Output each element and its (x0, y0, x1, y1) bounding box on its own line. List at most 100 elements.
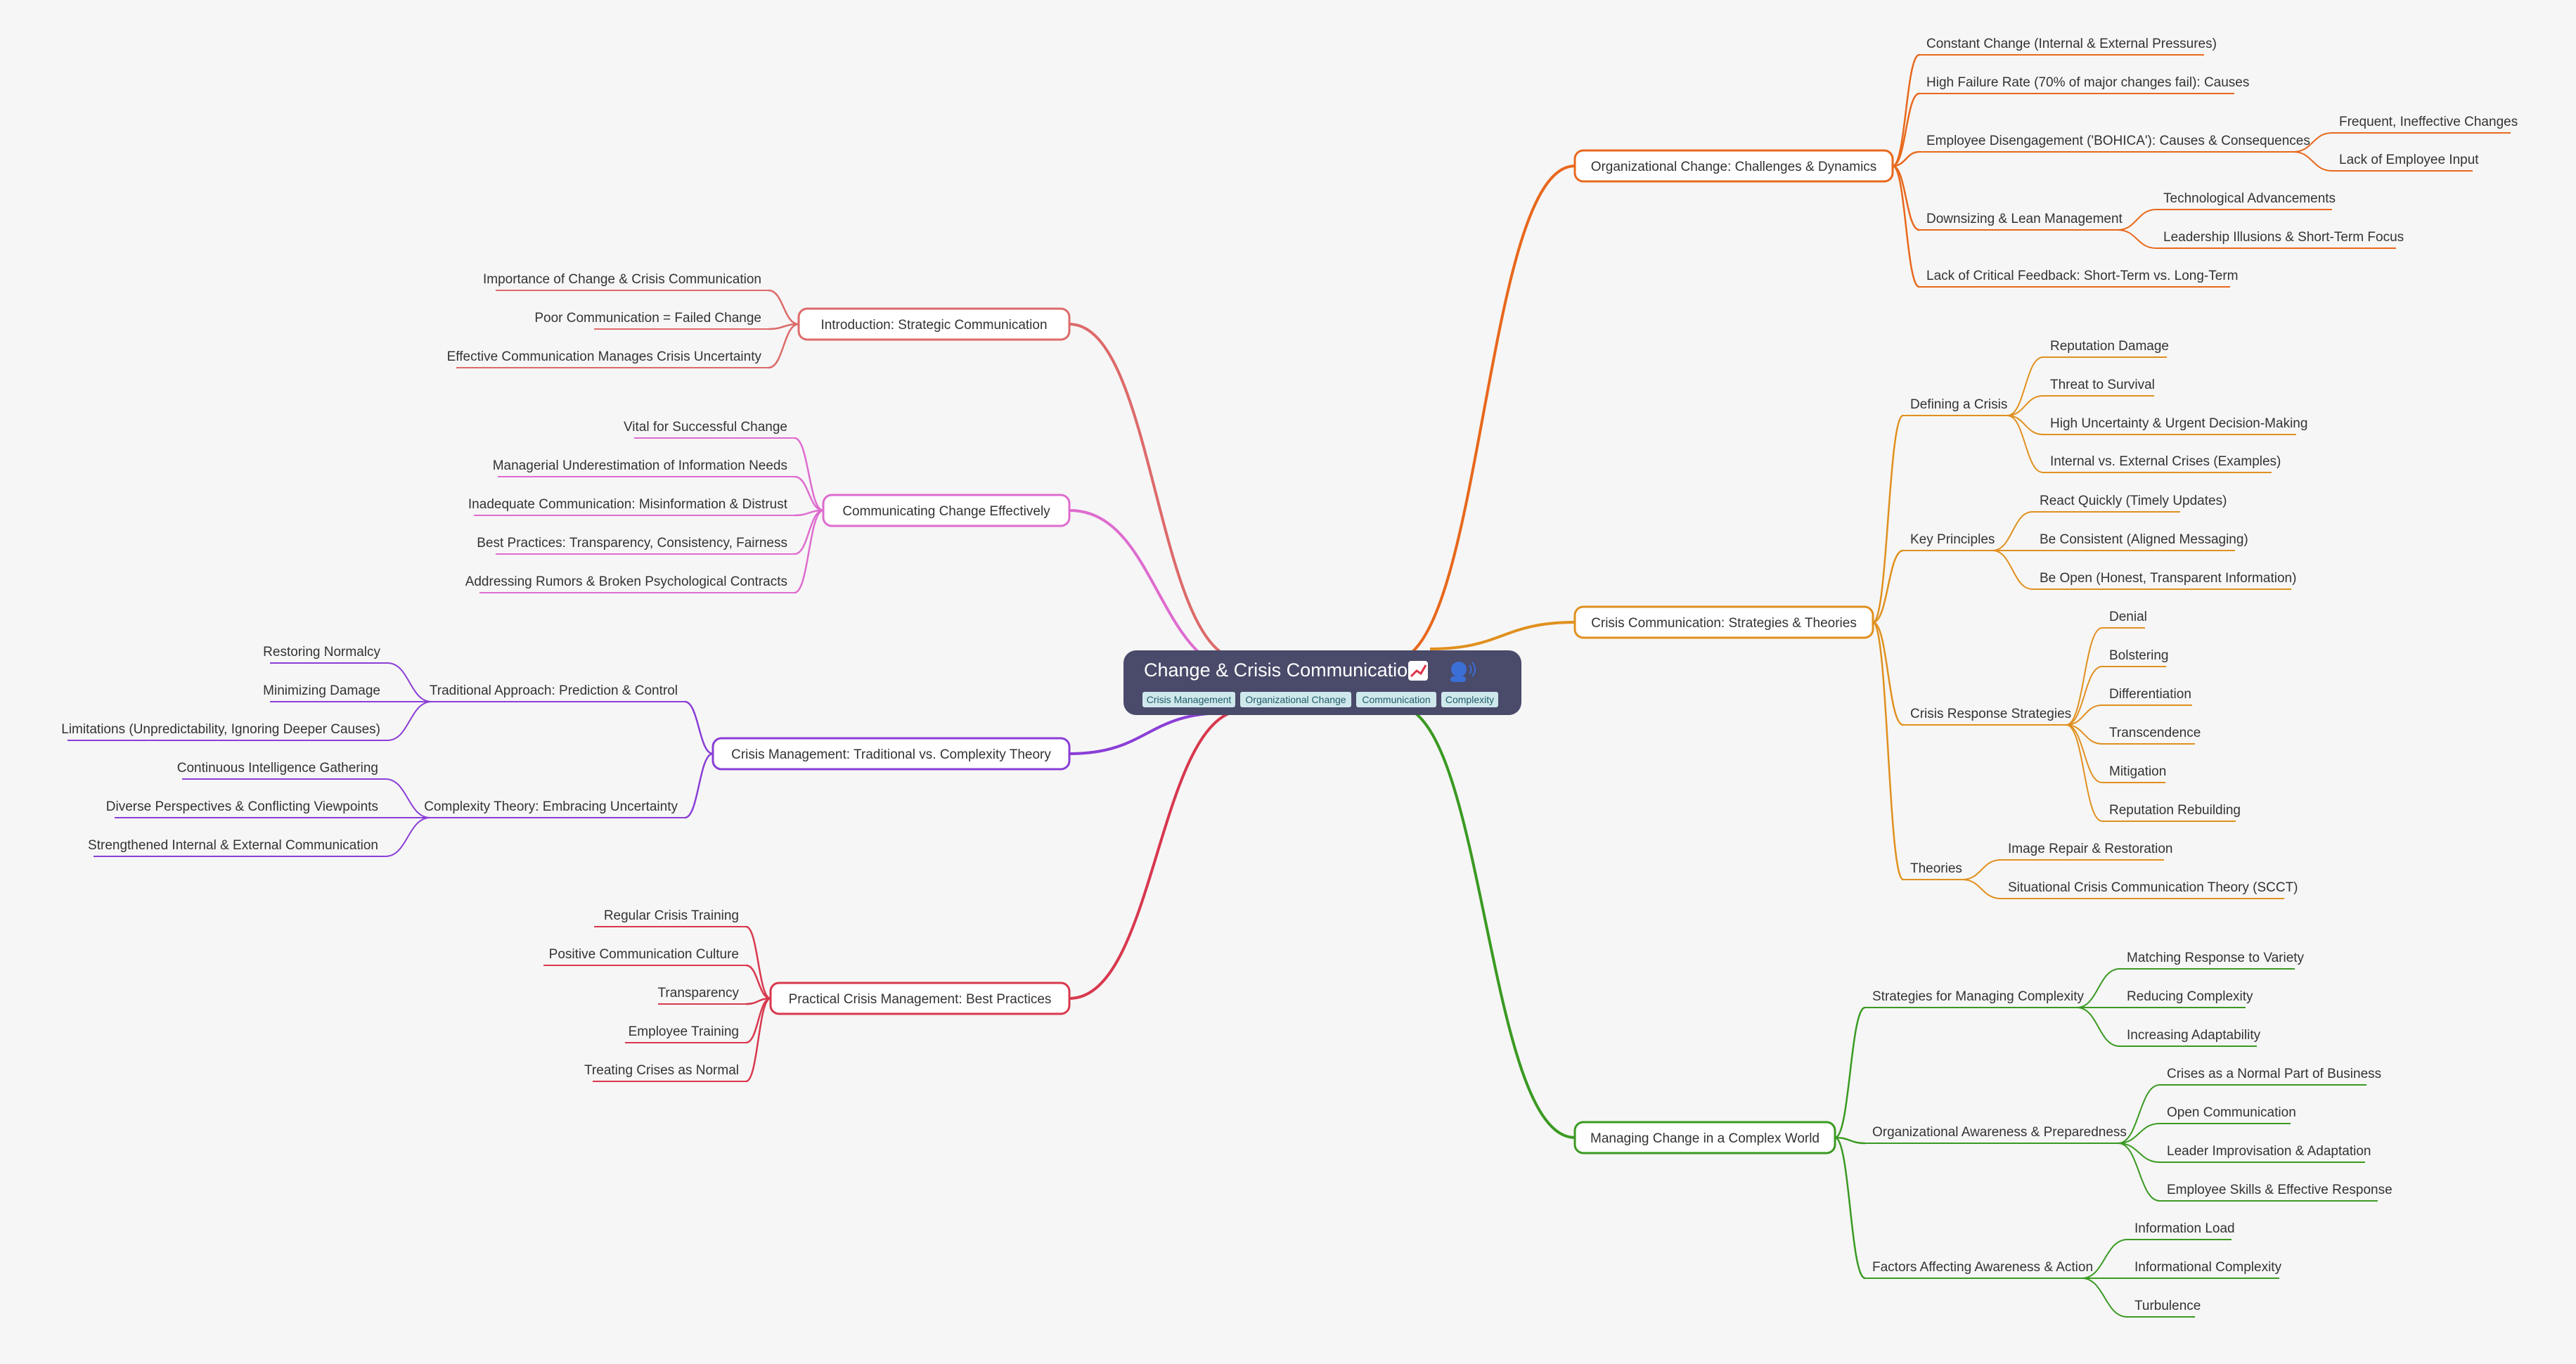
tag-crisis-management[interactable]: Crisis Management (1142, 692, 1235, 707)
branch-communicating-change-effectively-box[interactable] (822, 494, 1071, 527)
node-informational-complexity-label[interactable]: Informational Complexity (2134, 1260, 2282, 1275)
node-turbulence-label[interactable]: Turbulence (2134, 1299, 2201, 1313)
node-organizational-awareness-preparedness-label[interactable]: Organizational Awareness & Preparedness (1872, 1125, 2127, 1140)
node-high-uncertainty-urgent-decision-making-label[interactable]: High Uncertainty & Urgent Decision-Makin… (2050, 416, 2307, 431)
node-employee-training-label[interactable]: Employee Training (629, 1024, 739, 1039)
node-strengthened-internal-external-communica-label[interactable]: Strengthened Internal & External Communi… (88, 838, 378, 853)
branch-organizational-change-challenges-dynamic-label: Organizational Change: Challenges & Dyna… (1591, 160, 1877, 174)
node-denial-label[interactable]: Denial (2109, 610, 2147, 624)
svg-text:Crisis Management: Crisis Management (1147, 694, 1232, 705)
branch-managing-change-in-a-complex-world-box[interactable] (1573, 1121, 1836, 1154)
node-transparency-label[interactable]: Transparency (658, 986, 740, 1001)
tag-communication[interactable]: Communication (1356, 692, 1436, 707)
node-leadership-illusions-short-term-focus-label[interactable]: Leadership Illusions & Short-Term Focus (2163, 230, 2404, 245)
branch-communicating-change-effectively-label: Communicating Change Effectively (842, 504, 1050, 519)
node-matching-response-to-variety-label[interactable]: Matching Response to Variety (2127, 951, 2305, 965)
node-strengthened-internal-external-communica-connector (385, 817, 431, 857)
node-addressing-rumors-broken-psychological-c-connector (794, 509, 824, 594)
node-defining-a-crisis-label[interactable]: Defining a Crisis (1910, 397, 2007, 412)
node-minimizing-damage-label[interactable]: Minimizing Damage (263, 683, 380, 698)
node-reputation-rebuilding-label[interactable]: Reputation Rebuilding (2109, 803, 2241, 818)
node-situational-crisis-communication-theory--label[interactable]: Situational Crisis Communication Theory … (2008, 880, 2298, 895)
mind-map-nodes: Organizational Change: Challenges & Dyna… (61, 37, 2518, 1313)
node-regular-crisis-training-label[interactable]: Regular Crisis Training (604, 908, 739, 923)
node-transcendence-label[interactable]: Transcendence (2109, 726, 2201, 740)
branch-managing-change-in-a-complex-world-connector (1396, 704, 1576, 1139)
node-theories-label[interactable]: Theories (1910, 861, 1962, 876)
node-addressing-rumors-broken-psychological-c-label[interactable]: Addressing Rumors & Broken Psychological… (465, 574, 787, 589)
node-employee-skills-effective-response-label[interactable]: Employee Skills & Effective Response (2167, 1183, 2393, 1197)
node-traditional-approach-prediction-control-label[interactable]: Traditional Approach: Prediction & Contr… (430, 683, 678, 698)
node-limitations-unpredictability-ignoring-de-label[interactable]: Limitations (Unpredictability, Ignoring … (61, 722, 380, 737)
node-downsizing-lean-management-label[interactable]: Downsizing & Lean Management (1926, 212, 2123, 226)
node-constant-change-internal-external-pressu-connector (1892, 53, 1920, 167)
node-managerial-underestimation-of-informatio-label[interactable]: Managerial Underestimation of Informatio… (493, 458, 787, 473)
node-diverse-perspectives-conflicting-viewpoi-label[interactable]: Diverse Perspectives & Conflicting Viewp… (106, 799, 378, 814)
node-importance-of-change-crisis-communicatio-label[interactable]: Importance of Change & Crisis Communicat… (483, 272, 761, 287)
branch-crisis-communication-strategies-theories-box[interactable] (1573, 605, 1874, 639)
node-situational-crisis-communication-theory--connector (1962, 879, 2002, 899)
node-open-communication-label[interactable]: Open Communication (2167, 1105, 2296, 1120)
node-restoring-normalcy-label[interactable]: Restoring Normalcy (263, 645, 380, 660)
root-node[interactable]: Change & Crisis Communication Crisis Man… (1123, 650, 1521, 715)
node-regular-crisis-training-connector (745, 925, 771, 1000)
node-reputation-damage-label[interactable]: Reputation Damage (2050, 339, 2169, 354)
node-treating-crises-as-normal-label[interactable]: Treating Crises as Normal (584, 1063, 739, 1078)
node-vital-for-successful-change-connector (794, 437, 824, 512)
node-complexity-theory-embracing-uncertainty-label[interactable]: Complexity Theory: Embracing Uncertainty (424, 799, 678, 814)
node-internal-vs-external-crises-examples-label[interactable]: Internal vs. External Crises (Examples) (2050, 454, 2281, 469)
node-bolstering-label[interactable]: Bolstering (2109, 648, 2169, 663)
node-effective-communication-manages-crisis-u-connector (768, 323, 799, 369)
node-best-practices-transparency-consistency--label[interactable]: Best Practices: Transparency, Consistenc… (477, 536, 787, 551)
node-image-repair-restoration-connector (1962, 859, 2002, 880)
node-poor-communication-failed-change-label[interactable]: Poor Communication = Failed Change (534, 311, 761, 326)
node-continuous-intelligence-gathering-label[interactable]: Continuous Intelligence Gathering (177, 761, 378, 776)
tag-organizational-change[interactable]: Organizational Change (1240, 692, 1351, 707)
node-employee-disengagement-bohica-causes-con-label[interactable]: Employee Disengagement ('BOHICA'): Cause… (1926, 134, 2310, 148)
node-crisis-response-strategies-label[interactable]: Crisis Response Strategies (1910, 707, 2071, 721)
node-employee-skills-effective-response-connector (2118, 1143, 2160, 1202)
node-technological-advancements-connector (2117, 209, 2157, 231)
node-positive-communication-culture-label[interactable]: Positive Communication Culture (549, 947, 739, 962)
node-increasing-adaptability-connector (2076, 1007, 2120, 1047)
node-high-failure-rate-70-of-major-changes-fa-label[interactable]: High Failure Rate (70% of major changes … (1926, 75, 2249, 90)
node-be-open-honest-transparent-information-label[interactable]: Be Open (Honest, Transparent Information… (2040, 571, 2296, 586)
node-vital-for-successful-change-label[interactable]: Vital for Successful Change (624, 420, 787, 435)
node-lack-of-employee-input-label[interactable]: Lack of Employee Input (2339, 153, 2479, 167)
node-react-quickly-timely-updates-label[interactable]: React Quickly (Timely Updates) (2040, 494, 2227, 508)
tag-complexity[interactable]: Complexity (1441, 692, 1498, 707)
node-leader-improvisation-adaptation-label[interactable]: Leader Improvisation & Adaptation (2167, 1144, 2371, 1159)
node-key-principles-label[interactable]: Key Principles (1910, 532, 1995, 547)
branch-managing-change-in-a-complex-world-label: Managing Change in a Complex World (1590, 1131, 1820, 1146)
node-be-open-honest-transparent-information-connector (1992, 550, 2033, 590)
branch-introduction-strategic-communication-box[interactable] (797, 307, 1071, 341)
node-constant-change-internal-external-pressu-label[interactable]: Constant Change (Internal & External Pre… (1926, 37, 2217, 51)
node-effective-communication-manages-crisis-u-label[interactable]: Effective Communication Manages Crisis U… (447, 349, 762, 364)
branch-organizational-change-challenges-dynamic-box[interactable] (1573, 149, 1894, 183)
node-mitigation-label[interactable]: Mitigation (2109, 764, 2166, 779)
node-inadequate-communication-misinformation--label[interactable]: Inadequate Communication: Misinformation… (468, 497, 788, 512)
svg-text:Communication: Communication (1362, 694, 1430, 705)
node-image-repair-restoration-label[interactable]: Image Repair & Restoration (2008, 842, 2172, 856)
node-lack-of-critical-feedback-short-term-vs--label[interactable]: Lack of Critical Feedback: Short-Term vs… (1926, 269, 2239, 283)
node-strategies-for-managing-complexity-label[interactable]: Strategies for Managing Complexity (1872, 989, 2084, 1004)
node-employee-disengagement-bohica-causes-con-connector (1892, 150, 1920, 167)
node-increasing-adaptability-label[interactable]: Increasing Adaptability (2127, 1028, 2261, 1043)
node-frequent-ineffective-changes-label[interactable]: Frequent, Ineffective Changes (2339, 115, 2518, 129)
node-technological-advancements-label[interactable]: Technological Advancements (2163, 191, 2336, 206)
node-threat-to-survival-label[interactable]: Threat to Survival (2050, 378, 2155, 392)
branch-practical-crisis-management-best-practic-box[interactable] (769, 982, 1071, 1015)
node-differentiation-label[interactable]: Differentiation (2109, 687, 2191, 702)
node-crises-as-a-normal-part-of-business-label[interactable]: Crises as a Normal Part of Business (2167, 1067, 2381, 1081)
node-internal-vs-external-crises-examples-connector (2007, 415, 2044, 473)
node-information-load-label[interactable]: Information Load (2134, 1221, 2235, 1236)
node-crisis-response-strategies-connector (1872, 621, 1904, 726)
node-leader-improvisation-adaptation-connector (2118, 1143, 2160, 1163)
node-factors-affecting-awareness-action-label[interactable]: Factors Affecting Awareness & Action (1872, 1260, 2093, 1275)
node-factors-affecting-awareness-action-connector (1834, 1136, 1866, 1280)
node-reducing-complexity-label[interactable]: Reducing Complexity (2127, 989, 2253, 1004)
branch-crisis-management-traditional-vs-complex-box[interactable] (711, 737, 1071, 771)
node-be-consistent-aligned-messaging-label[interactable]: Be Consistent (Aligned Messaging) (2040, 532, 2248, 547)
branch-practical-crisis-management-best-practic-connector (1069, 709, 1245, 1000)
